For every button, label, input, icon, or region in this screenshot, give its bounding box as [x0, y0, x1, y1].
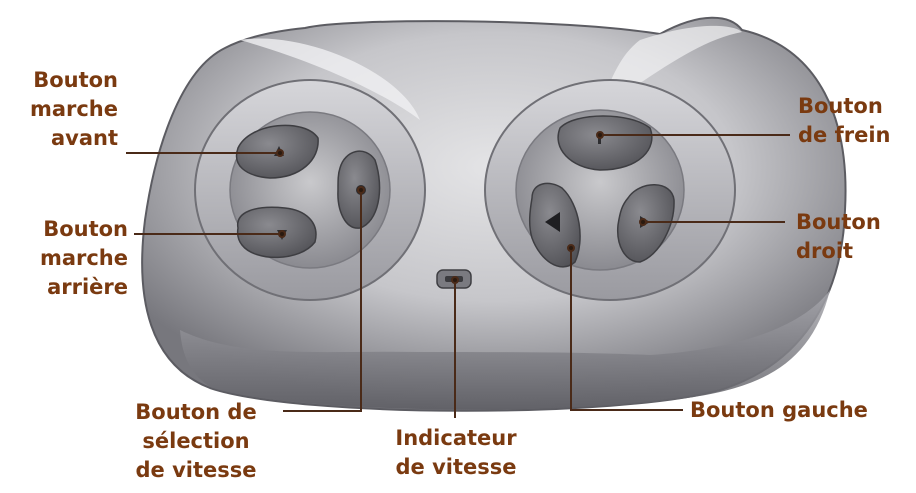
label-forward-button: Bouton marche avant: [6, 66, 118, 153]
label-reverse-line-2: marche: [6, 244, 128, 273]
reverse-button[interactable]: [238, 207, 316, 257]
label-reverse-line-1: Bouton: [6, 215, 128, 244]
right-button-pad: [485, 80, 735, 300]
label-speed-select-line-3: de vitesse: [116, 456, 276, 485]
label-speed-indicator: Indicateur de vitesse: [368, 424, 544, 482]
label-brake-button: Bouton de frein: [798, 92, 890, 150]
label-speed-select-button: Bouton de sélection de vitesse: [116, 398, 276, 485]
label-speed-indicator-line-1: Indicateur: [368, 424, 544, 453]
label-brake-line-1: Bouton: [798, 92, 890, 121]
label-speed-indicator-line-2: de vitesse: [368, 453, 544, 482]
label-speed-select-line-1: Bouton de: [116, 398, 276, 427]
label-forward-line-1: Bouton: [6, 66, 118, 95]
label-left-line-1: Bouton gauche: [690, 396, 868, 425]
label-reverse-line-3: arrière: [6, 273, 128, 302]
label-right-line-1: Bouton: [796, 208, 881, 237]
label-brake-line-2: de frein: [798, 121, 890, 150]
label-forward-line-3: avant: [6, 124, 118, 153]
label-reverse-button: Bouton marche arrière: [6, 215, 128, 302]
label-right-button: Bouton droit: [796, 208, 881, 266]
left-button-pad: [195, 80, 425, 300]
label-right-line-2: droit: [796, 237, 881, 266]
label-left-button: Bouton gauche: [690, 396, 868, 425]
label-speed-select-line-2: sélection: [116, 427, 276, 456]
label-forward-line-2: marche: [6, 95, 118, 124]
